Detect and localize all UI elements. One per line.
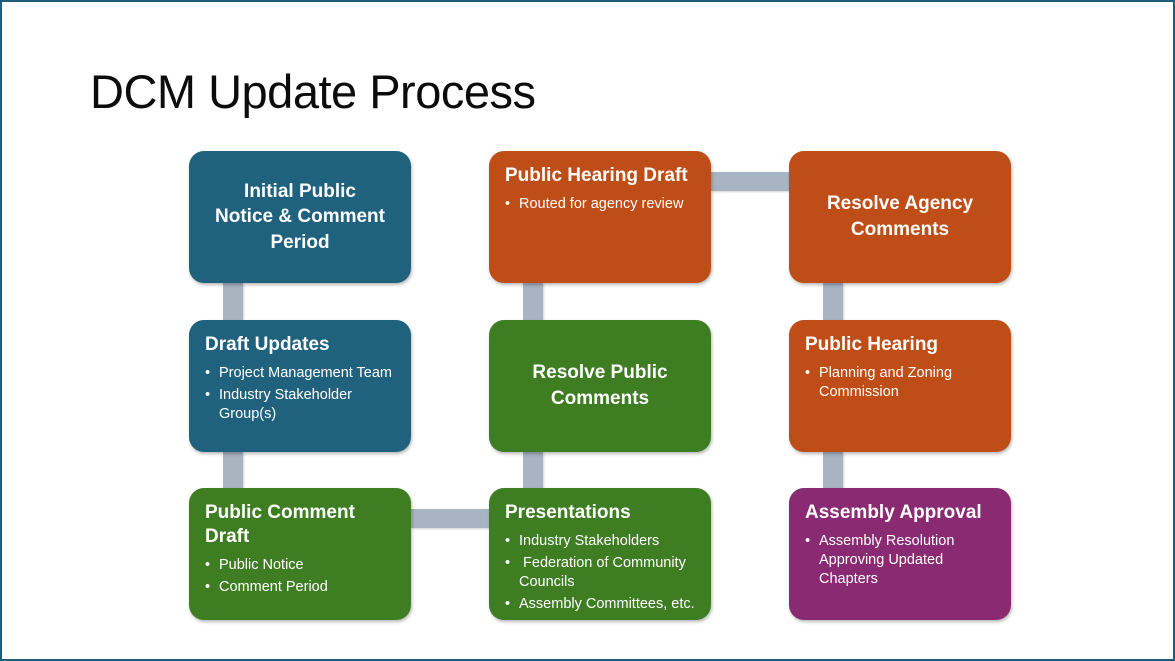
bullet-dot-icon: • <box>205 578 211 595</box>
bullet-item: • Industry Stakeholders <box>505 532 695 551</box>
connector-vertical-1 <box>223 452 243 488</box>
bullet-item: • Industry Stakeholder Group(s) <box>205 386 395 424</box>
node-title: Public Comment Draft <box>205 502 355 547</box>
process-node-assembly-approval: Assembly Approval • Assembly Resolution Ap… <box>789 488 1011 620</box>
node-title: Public Hearing Draft <box>505 165 688 186</box>
bullet-item: • Public Notice <box>205 556 395 575</box>
connector-horizontal-6 <box>411 509 489 528</box>
bullet-dot-icon: • <box>805 364 811 381</box>
bullet-dot-icon: • <box>205 386 211 403</box>
bullet-text: Industry Stakeholders <box>519 532 660 549</box>
bullet-item: • Assembly Committees, etc. <box>505 595 695 614</box>
connector-vertical-4 <box>823 283 843 320</box>
process-node-draft-updates: Draft Updates • Project Management Team • In… <box>189 320 411 452</box>
bullet-text: Routed for agency review <box>519 195 684 212</box>
bullet-item: • Project Management Team <box>205 364 395 383</box>
bullet-dot-icon: • <box>505 596 511 613</box>
connector-horizontal-7 <box>711 172 789 191</box>
process-node-resolve-agency-comments: Resolve Agency Comments <box>789 151 1011 283</box>
bullet-dot-icon: • <box>805 532 811 549</box>
bullet-dot-icon: • <box>505 554 511 571</box>
bullet-item: • Planning and Zoning Commission <box>805 364 995 402</box>
bullet-item: • Comment Period <box>205 578 395 597</box>
bullet-text: Public Notice <box>219 556 304 573</box>
bullet-dot-icon: • <box>205 556 211 573</box>
bullet-text: Planning and Zoning Commission <box>819 364 957 400</box>
process-node-initial-public-notice: Initial Public Notice & Comment Period <box>189 151 411 283</box>
process-node-public-comment-draft: Public Comment Draft • Public Notice • Comme… <box>189 488 411 620</box>
bullet-text: Assembly Committees, etc. <box>519 596 695 613</box>
bullet-text: Project Management Team <box>219 364 393 381</box>
connector-vertical-2 <box>523 283 543 320</box>
bullet-item: • Federation of Community Councils <box>505 554 695 592</box>
bullet-dot-icon: • <box>505 532 511 549</box>
bullet-item: • Routed for agency review <box>505 195 695 214</box>
process-node-public-hearing: Public Hearing • Planning and Zoning Commi… <box>789 320 1011 452</box>
bullet-text: Federation of Community Councils <box>519 554 690 590</box>
node-title: Assembly Approval <box>805 502 982 523</box>
process-node-presentations: Presentations • Industry Stakeholders • Fed… <box>489 488 711 620</box>
bullet-text: Assembly Resolution Approving Updated Ch… <box>819 532 958 587</box>
node-title: Initial Public Notice & Comment Period <box>215 180 385 253</box>
bullet-dot-icon: • <box>205 364 211 381</box>
node-title: Resolve Public Comments <box>532 362 668 409</box>
bullet-dot-icon: • <box>505 195 511 212</box>
node-title: Draft Updates <box>205 334 330 355</box>
connector-vertical-3 <box>523 452 543 488</box>
bullet-item: • Assembly Resolution Approving Updated C… <box>805 532 995 589</box>
connector-vertical-5 <box>823 452 843 488</box>
bullet-text: Industry Stakeholder Group(s) <box>219 386 357 422</box>
process-node-resolve-public-comments: Resolve Public Comments <box>489 320 711 452</box>
connector-vertical-0 <box>223 283 243 320</box>
page-title: DCM Update Process <box>90 65 536 118</box>
node-title: Public Hearing <box>805 334 939 355</box>
node-title: Presentations <box>505 502 631 523</box>
bullet-text: Comment Period <box>219 578 328 595</box>
process-node-public-hearing-draft: Public Hearing Draft • Routed for agency r… <box>489 151 711 283</box>
node-title: Resolve Agency Comments <box>826 193 974 240</box>
